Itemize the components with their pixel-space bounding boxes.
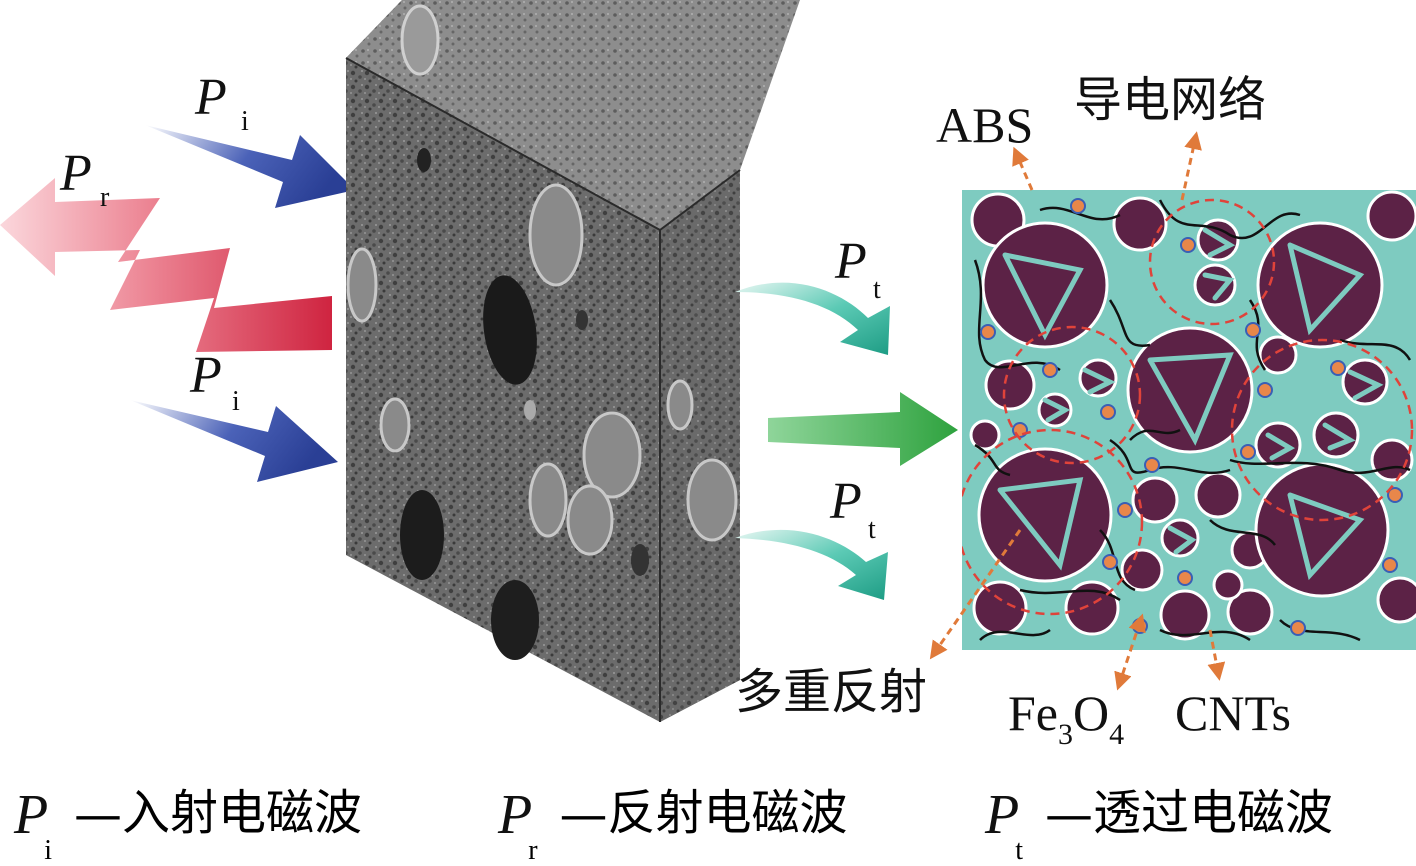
transmitted-arrow-bottom xyxy=(735,529,888,600)
incident-arrow-bottom xyxy=(130,400,338,482)
label-fe3o4: Fe3O4 xyxy=(1008,685,1125,751)
leader-network xyxy=(1180,131,1202,201)
composite-panel xyxy=(962,190,1416,650)
legend-incident: P i — 入射电磁波 xyxy=(14,784,363,866)
foam-pores xyxy=(346,4,738,660)
legend-transmitted: P t — 透过电磁波 xyxy=(985,784,1334,866)
transmitted-arrow-top xyxy=(735,282,890,355)
label-conductive-network: 导电网络 xyxy=(1074,72,1267,128)
label-multiple-reflection: 多重反射 xyxy=(735,664,928,720)
incident-arrow-top xyxy=(145,125,355,208)
leader-abs xyxy=(1012,146,1034,191)
reflected-arrow xyxy=(0,178,332,352)
leader-fe3o4 xyxy=(1114,613,1146,691)
label-abs: ABS xyxy=(936,97,1034,153)
legend-reflected: P r — 反射电磁波 xyxy=(498,784,848,866)
center-arrow xyxy=(768,392,958,466)
leader-multi-reflection xyxy=(929,529,1022,660)
label-cnts: CNTs xyxy=(1175,685,1291,741)
